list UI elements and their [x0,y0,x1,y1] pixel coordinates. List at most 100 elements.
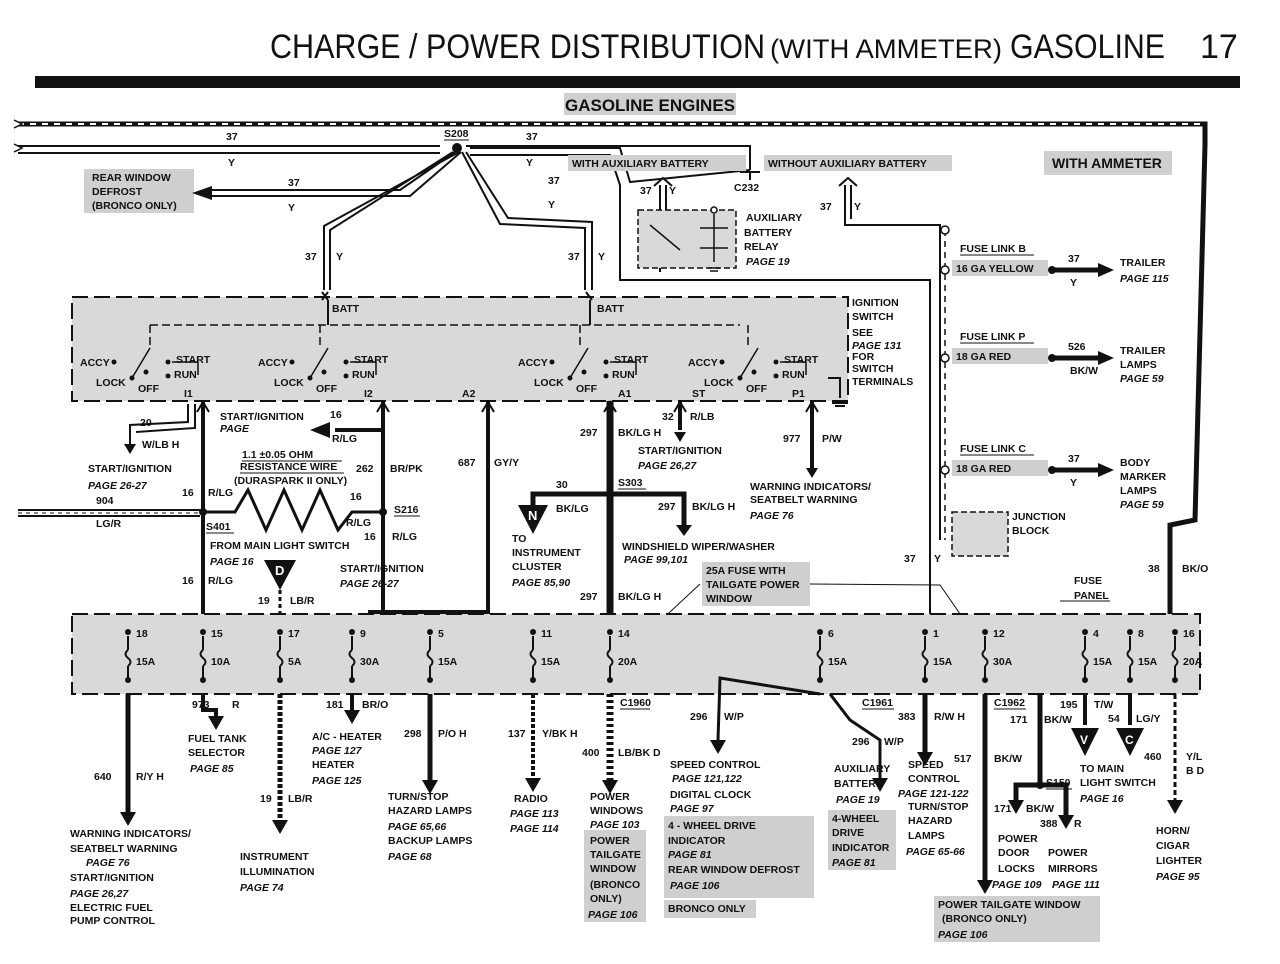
label: 30 [556,479,568,491]
fuse-link-spec: 18 GA RED [956,351,1011,363]
fuse-link-color: Y [1070,477,1077,489]
switch-run: RUN [352,369,375,381]
fuse-cavity-number: 9 [360,628,366,640]
wire-y-b: Y [526,157,533,169]
label: BK/O [1182,563,1208,575]
c232-connector: C232 [734,182,759,194]
bottom-label: HAZARD [908,815,953,827]
bottom-label: 460 [1144,751,1162,763]
label: GY/Y [494,457,519,469]
label: 19 [258,595,270,607]
bottom-label: 973 [192,699,210,711]
label: BK/LG [556,503,589,515]
bottom-label: PAGE 127 [312,745,363,757]
bottom-label: WINDOWS [590,805,643,817]
switch-accy: ACCY [518,357,548,369]
bottom-label: BACKUP LAMPS [388,835,472,847]
fuse-link-name: FUSE LINK C [960,443,1026,455]
junction-block [951,511,1009,557]
switch-accy: ACCY [258,357,288,369]
bottom-label: R/W H [934,711,965,723]
aux-wire-y-b: Y [854,201,861,213]
ignition-switch-box [71,296,849,402]
junction-label-1: JUNCTION [1012,511,1066,523]
term-i1: I1 [184,388,193,400]
label: PAGE 99,101 [624,554,688,566]
switch-off: OFF [316,383,338,395]
bottom-label: PAGE 106 [938,929,988,941]
bottom-label: 181 [326,699,344,711]
label: 297 [580,427,598,439]
wire-y-a: Y [228,157,235,169]
label: S216 [394,504,419,516]
bottom-label: BR/O [362,699,388,711]
switch-start: START [354,354,389,366]
label: BR/PK [390,463,423,475]
label: RESISTANCE WIRE [240,461,337,473]
label: FROM MAIN LIGHT SWITCH [210,540,349,552]
bottom-label: Y/BK H [542,728,578,740]
bottom-label: TAILGATE [590,849,641,861]
bottom-label: AUXILIARY [834,763,890,775]
wire-37-a: 37 [226,131,238,143]
label: PAGE 76 [750,510,794,522]
bottom-label: C1962 [994,697,1025,709]
fuse25-l1: 25A FUSE WITH [706,565,786,577]
fuse-panel [71,613,1201,695]
label: R/LG [392,531,417,543]
bottom-label: INDICATOR [668,835,726,847]
label: 16 [364,531,376,543]
term-st: ST [692,388,706,400]
bottom-label: PAGE 76 [86,857,130,869]
fuse-link-spec: 18 GA RED [956,463,1011,475]
bottom-label: POWER [1048,847,1088,859]
ignition-label-2: SWITCH [852,311,893,323]
switch-run: RUN [782,369,805,381]
label: R/LG [208,575,233,587]
fuse-link-dest: BODY [1120,457,1150,469]
fuse-link-page: PAGE 59 [1120,373,1164,385]
bottom-label: DRIVE [832,827,864,839]
label: PAGE [220,423,250,435]
bottom-label: HEATER [312,759,355,771]
bottom-label: SEATBELT WARNING [70,843,178,855]
label: START/IGNITION [340,563,424,575]
label: PAGE 16 [210,556,254,568]
label: LB/R [290,595,315,607]
bottom-label: 4 - WHEEL DRIVE [668,820,756,832]
fuse-rating: 15A [828,656,848,668]
fuse-cavity-number: 14 [618,628,630,640]
connector-d: D [275,563,284,578]
bottom-label: (BRONCO ONLY) [942,913,1027,925]
label: 977 [783,433,801,445]
fuse-rating: 15A [933,656,953,668]
bottom-label: PAGE 114 [510,823,559,835]
bottom-label: 54 [1108,713,1120,725]
wire-y-f: Y [598,251,605,263]
ign-batt-1: BATT [332,303,360,315]
label: WARNING INDICATORS/ [750,481,871,493]
term-a2: A2 [462,388,476,400]
bottom-label: BK/W [1026,803,1054,815]
bottom-label: S150 [1046,777,1071,789]
fuse25-l2: TAILGATE POWER [706,579,800,591]
with-ammeter-label: WITH AMMETER [1052,155,1162,171]
fuse-link-circuit: 37 [1068,453,1080,465]
aux-battery-relay [637,209,737,269]
label: 16 [182,575,194,587]
bottom-label: BK/W [1044,714,1072,726]
label: SEATBELT WARNING [750,494,858,506]
bottom-label: PAGE 74 [240,882,284,894]
bottom-label: 4-WHEEL [832,813,880,825]
fuse-cavity-number: 6 [828,628,834,640]
relay-label-3: RELAY [744,241,779,253]
switch-accy: ACCY [80,357,110,369]
